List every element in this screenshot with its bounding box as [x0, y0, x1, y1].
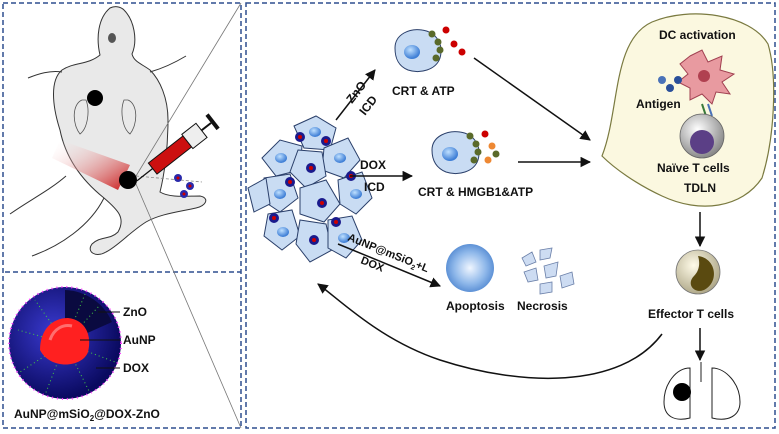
zoom-line-bottom: [135, 183, 242, 429]
label-aunp-l-tail: +L: [414, 259, 431, 275]
effector-t-cell: [675, 249, 721, 295]
nanoparticle-name-base: AuNP@mSiO: [14, 407, 90, 421]
naive-t-cell: [679, 113, 725, 159]
nanoparticle-illustration: [8, 286, 122, 400]
arrow-zno: [335, 69, 376, 121]
cluster-nuclei: [274, 127, 362, 243]
apoptotic-cell: [446, 244, 494, 292]
label-dox-bottom: DOX: [359, 255, 386, 275]
cell-crt-hmgb1-atp: [431, 130, 500, 174]
zoom-line-top: [135, 2, 242, 177]
nanoparticle-name-sub: 2: [90, 414, 95, 423]
mouse-tumor-lower: [119, 171, 137, 189]
label-dox-arrow: DOX: [360, 158, 386, 172]
arrow-aunp: [337, 243, 441, 288]
injected-nanoparticles: [174, 174, 194, 198]
legend-zno: ZnO: [123, 305, 147, 319]
label-dc-activation: DC activation: [659, 28, 736, 42]
dendritic-cell-icon: [658, 49, 736, 105]
label-antigen: Antigen: [636, 97, 681, 111]
label-aunp-l: AuNP@mSiO2+L: [345, 232, 431, 277]
legend-aunp: AuNP: [123, 333, 156, 347]
left-panel-border: [2, 2, 242, 429]
laser-beam: [52, 140, 130, 190]
legend-dox: DOX: [123, 361, 149, 375]
cluster-dox-particles: [269, 132, 356, 245]
syringe-icon: [136, 113, 220, 182]
callout-line: [135, 175, 203, 183]
mouse-tumor-upper: [87, 90, 103, 106]
label-icd-mid: ICD: [364, 180, 385, 194]
tdln-shape: [601, 13, 775, 207]
lung-tumor: [673, 383, 691, 401]
mouse-illustration: [9, 6, 207, 257]
label-tdln: TDLN: [684, 181, 716, 195]
label-aunp-l-sub: 2: [409, 264, 415, 272]
nanoparticle-name-tail: @DOX-ZnO: [94, 407, 160, 421]
cell-crt-atp: [394, 26, 466, 72]
arrow-effector-to-tumor: [317, 283, 663, 380]
label-naive-t-cells: Naïve T cells: [657, 161, 730, 175]
arrow-crt-atp-to-tdln: [473, 57, 591, 141]
necrotic-fragments: [521, 247, 575, 295]
label-effector-t-cells: Effector T cells: [648, 307, 734, 321]
label-necrosis: Necrosis: [517, 299, 568, 313]
label-crt-atp: CRT & ATP: [392, 84, 455, 98]
label-crt-hmgb1-atp: CRT & HMGB1&ATP: [418, 185, 533, 199]
nanoparticle-name: AuNP@mSiO2@DOX-ZnO: [14, 407, 160, 423]
right-panel-border: [245, 2, 776, 429]
label-apoptosis: Apoptosis: [446, 299, 505, 313]
